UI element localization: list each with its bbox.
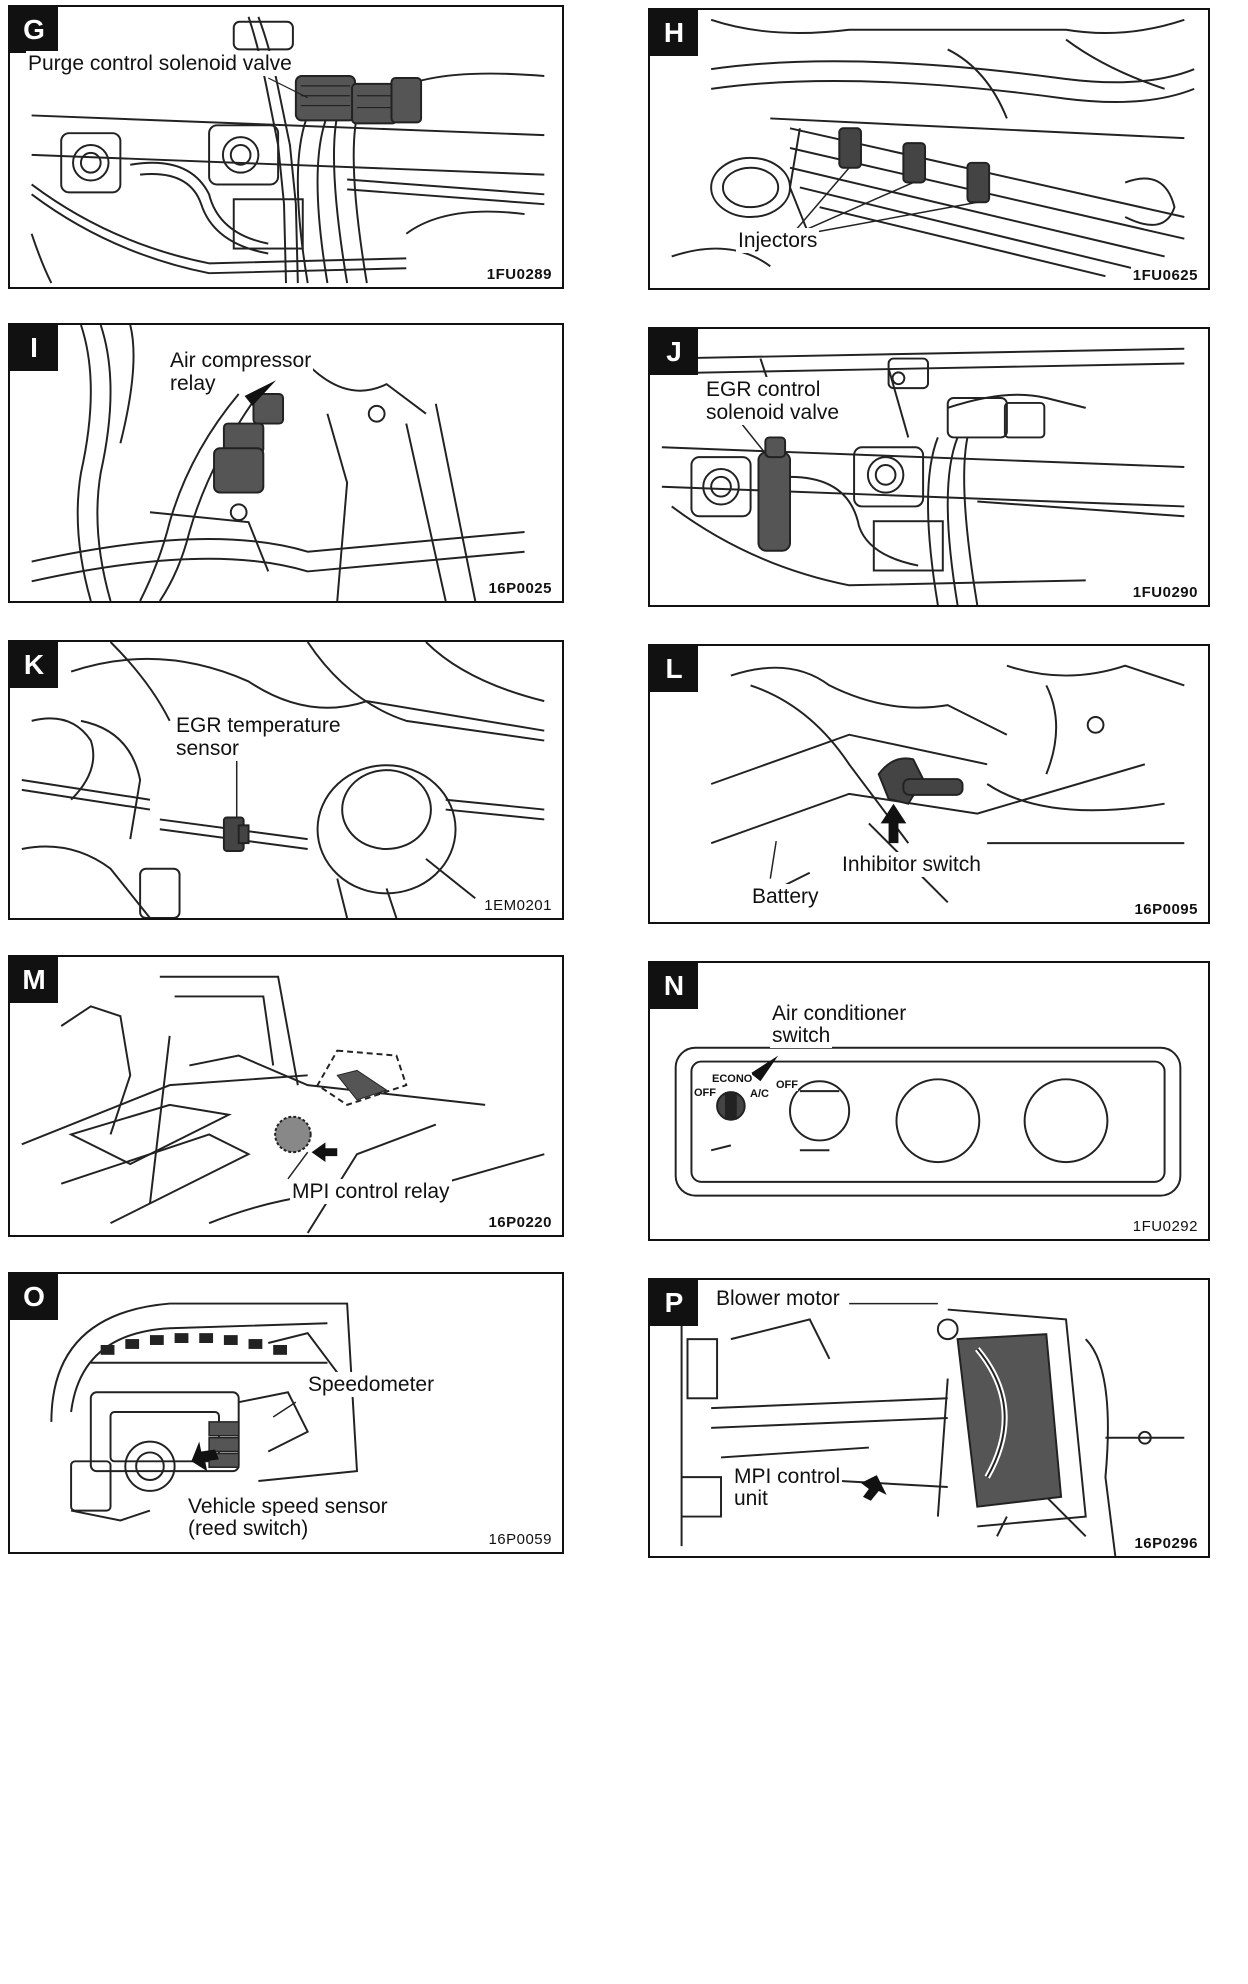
panel-n: N Air conditioner switch ECONO A/C OFF O… [648, 961, 1210, 1241]
figure-code: 1FU0289 [484, 266, 554, 283]
figure-code: 1FU0292 [1130, 1218, 1200, 1235]
egr-control-solenoid-illustration [661, 347, 1185, 605]
blower-motor-label: Blower motor [714, 1286, 842, 1311]
mpi-control-relay-label: MPI control relay [290, 1179, 452, 1204]
panel-letter: O [10, 1274, 58, 1320]
figure-code: 1EM0201 [482, 897, 554, 914]
panel-o: O Speedometer Vehicle speed sensor (reed… [8, 1272, 564, 1554]
mpi-control-unit-label-line2: unit [732, 1486, 770, 1511]
figure-code: 16P0095 [1132, 901, 1200, 918]
ac-mark: A/C [750, 1088, 769, 1100]
panel-i: I Air compressor relay 16P0025 [8, 323, 564, 603]
inhibitor-switch-label: Inhibitor switch [840, 852, 983, 877]
panel-k: K EGR temperature sensor 1EM0201 [8, 640, 564, 920]
figure-code: 1FU0290 [1130, 584, 1200, 601]
panel-letter: P [650, 1280, 698, 1326]
mpi-control-unit-label-line1: MPI control [732, 1464, 843, 1489]
inhibitor-switch-illustration [710, 664, 1185, 904]
egr-temperature-sensor-illustration [21, 642, 545, 918]
injectors-illustration [671, 18, 1195, 278]
panel-m: M MPI control relay 16P0220 [8, 955, 564, 1237]
air-compressor-relay-label-line2: relay [168, 371, 218, 396]
panel-letter: G [10, 7, 58, 53]
purge-control-solenoid-valve-label: Purge control solenoid valve [26, 51, 294, 76]
panel-letter: I [10, 325, 58, 371]
injectors-label: Injectors [736, 228, 820, 253]
off-mark-right: OFF [776, 1079, 798, 1091]
speedometer-label: Speedometer [306, 1372, 437, 1397]
figure-code: 16P0025 [486, 580, 554, 597]
purge-valve-illustration [30, 16, 545, 284]
vehicle-speed-sensor-label-line2: (reed switch) [186, 1516, 311, 1541]
air-conditioner-switch-illustration [674, 1046, 1182, 1197]
battery-label: Battery [750, 884, 821, 909]
panel-letter: J [650, 329, 698, 375]
panel-letter: M [10, 957, 58, 1003]
air-conditioner-switch-label-line1: Air conditioner [770, 1001, 909, 1026]
panel-p: P Blower motor MPI control unit 16P0296 [648, 1278, 1210, 1558]
egr-temperature-sensor-label-line1: EGR temperature [174, 713, 343, 738]
air-conditioner-switch-label-line2: switch [770, 1023, 833, 1048]
vehicle-speed-sensor-label-line1: Vehicle speed sensor [186, 1494, 390, 1519]
egr-control-label-line2: solenoid valve [704, 400, 842, 425]
econo-mark: ECONO [712, 1073, 753, 1085]
panel-j: J EGR control solenoid valve 1FU0290 [648, 327, 1210, 607]
figure-code: 1FU0625 [1130, 267, 1200, 284]
panel-letter: K [10, 642, 58, 688]
off-mark-left: OFF [694, 1087, 716, 1099]
panel-letter: H [650, 10, 698, 56]
panel-g: G Purge control solenoid valve 1FU0289 [8, 5, 564, 289]
figure-code: 16P0059 [486, 1531, 554, 1548]
panel-letter: N [650, 963, 698, 1009]
air-compressor-relay-illustration [31, 325, 525, 601]
panel-l: L Inhibitor switch Battery 16P0095 [648, 644, 1210, 924]
mpi-control-relay-illustration [21, 975, 545, 1234]
egr-control-label-line1: EGR control [704, 377, 823, 402]
figure-code: 16P0220 [486, 1214, 554, 1231]
air-compressor-relay-label-line1: Air compressor [168, 348, 314, 373]
blower-motor-illustration [680, 1302, 1185, 1556]
egr-temperature-sensor-label-line2: sensor [174, 736, 242, 761]
panel-letter: L [650, 646, 698, 692]
figure-code: 16P0296 [1132, 1535, 1200, 1552]
vehicle-speed-sensor-illustration [50, 1302, 359, 1522]
panel-h: H Injectors 1FU0625 [648, 8, 1210, 290]
